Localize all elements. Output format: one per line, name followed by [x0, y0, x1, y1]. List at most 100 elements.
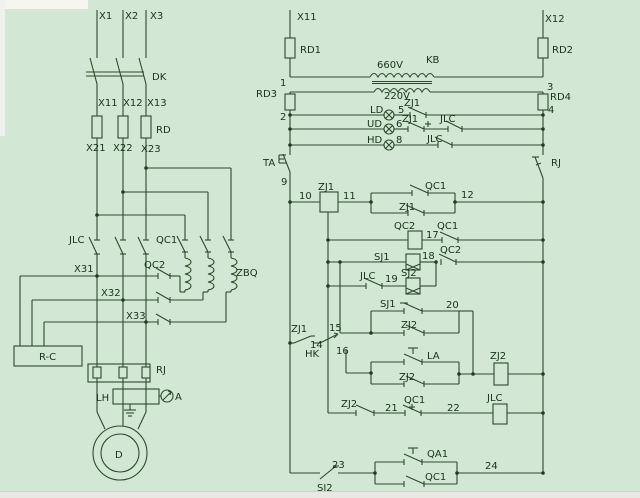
label-qc1: QC1	[425, 181, 446, 192]
label-qc1: QC1	[156, 235, 177, 246]
label-ta: TA	[262, 158, 275, 169]
label-20: 20	[446, 300, 459, 311]
label-4: 4	[548, 105, 554, 116]
label-qc1: QC1	[437, 221, 458, 232]
control-circuit	[278, 10, 549, 487]
label-x22: X22	[113, 143, 133, 154]
qc1-branch-taps	[97, 167, 232, 240]
label-rd2: RD2	[552, 45, 573, 56]
label-rd3: RD3	[256, 89, 277, 100]
ground-symbol	[124, 404, 136, 417]
label-jlc: JLC	[359, 271, 376, 282]
control-left-rail	[289, 115, 320, 474]
label-x3: X3	[150, 11, 163, 22]
label-qc1: QC1	[404, 395, 425, 406]
label-ud: UD	[367, 119, 382, 130]
label-jlc: JLC	[426, 134, 443, 145]
disconnect-switch-dk	[86, 57, 147, 85]
label-x32: X32	[101, 288, 121, 299]
label-la: LA	[427, 351, 440, 362]
label-qc2: QC2	[440, 245, 461, 256]
autotransformer-zbq-coils	[184, 252, 238, 291]
phase-lines	[96, 10, 147, 382]
label-zbq: ZBQ	[236, 268, 258, 279]
thermal-relay-rj-contact	[532, 156, 544, 179]
label-11: 11	[343, 191, 356, 202]
junction-dots-left	[95, 166, 148, 324]
label-jlc: JLC	[68, 235, 85, 246]
label-10: 10	[299, 191, 312, 202]
label-jlc: JLC	[486, 393, 503, 404]
label-dk: DK	[152, 72, 167, 83]
contactor-jlc-coil-row	[328, 403, 543, 425]
label-d: D	[115, 450, 123, 461]
label-hk: HK	[305, 349, 320, 360]
label-6: 6	[396, 119, 402, 130]
label-zj2: ZJ2	[490, 351, 506, 362]
rc-absorber	[13, 276, 83, 367]
label-rd: RD	[156, 125, 171, 136]
label-qa1: QA1	[427, 449, 448, 460]
label-x12: X12	[545, 14, 565, 25]
label-660v: 660V	[377, 60, 403, 71]
label-qc2: QC2	[394, 221, 415, 232]
label-5: 5	[398, 105, 404, 116]
label-lh: LH	[96, 393, 109, 404]
label-sj1: SJ1	[374, 252, 390, 263]
ammeter	[160, 389, 174, 403]
label-19: 19	[385, 274, 398, 285]
fuse-rd-bank	[91, 115, 152, 139]
label-zj1: ZJ1	[318, 182, 334, 193]
label-16: 16	[336, 346, 349, 357]
contactor-jlc-main-contacts	[88, 236, 149, 255]
selector-switch-hk	[290, 262, 371, 374]
label-qc2: QC2	[144, 260, 165, 271]
motor-symbol	[92, 411, 148, 481]
label-sj2: SJ2	[401, 268, 417, 279]
label-zj2: ZJ2	[341, 399, 357, 410]
label-x31: X31	[74, 264, 94, 275]
lamp-row-ld	[290, 106, 543, 121]
label-2: 2	[280, 112, 286, 123]
lamp-row-hd	[290, 136, 543, 151]
label-x11: X11	[297, 12, 317, 23]
label-rd4: RD4	[550, 92, 571, 103]
label-qc1: QC1	[425, 472, 446, 483]
label-x1: X1	[99, 11, 112, 22]
label-1: 1	[280, 78, 286, 89]
label-hd: HD	[367, 135, 383, 146]
label-3: 3	[547, 82, 553, 93]
start-row-qa1	[319, 447, 543, 487]
label-8: 8	[396, 135, 402, 146]
thermal-relay-rj-heaters	[87, 363, 151, 383]
label-220v: 220V	[384, 91, 410, 102]
label-sj2: SJ2	[317, 483, 333, 494]
label-zj1: ZJ1	[404, 98, 420, 109]
scan-artifact-left	[0, 0, 5, 136]
stop-button-ta	[278, 153, 291, 173]
label-zj1: ZJ1	[402, 114, 418, 125]
label-zj2: ZJ2	[399, 372, 415, 383]
label-jlc: JLC	[439, 114, 456, 125]
label-21: 21	[385, 403, 398, 414]
left-power-circuit	[13, 10, 238, 481]
label-x23: X23	[141, 144, 161, 155]
label-x21: X21	[86, 143, 106, 154]
label-9: 9	[281, 177, 287, 188]
label-zj1: ZJ1	[291, 324, 307, 335]
branch-la-zj2	[370, 347, 543, 387]
timer-sj2-row	[328, 262, 437, 295]
label-22: 22	[447, 403, 460, 414]
scan-artifact-bottom	[0, 491, 640, 498]
label-x13: X13	[147, 98, 167, 109]
label-rj: RJ	[156, 365, 166, 376]
label-zj2: ZJ2	[401, 320, 417, 331]
label-x12: X12	[123, 98, 143, 109]
label-17: 17	[426, 230, 439, 241]
label-x33: X33	[126, 311, 146, 322]
lamp-row-ud	[290, 120, 543, 135]
label-18: 18	[422, 251, 435, 262]
